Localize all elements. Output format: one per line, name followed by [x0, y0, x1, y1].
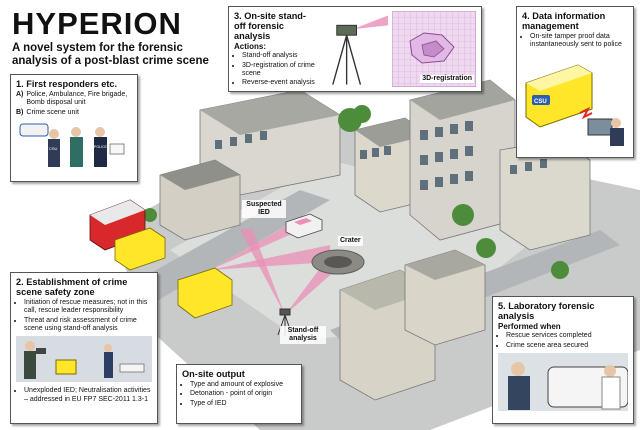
list-item: Reverse-event analysis — [242, 79, 315, 87]
responder-label-police: POLICE — [94, 145, 108, 149]
list-item: On-site tamper proof data instantaneousl… — [530, 33, 628, 50]
standoff-analysis-label: Stand-off analysis — [280, 326, 326, 344]
item-key: B) — [16, 108, 24, 116]
list-item: Detonation - point of origin — [190, 390, 296, 398]
panel-safety-zone-title: 2. Establishment of crime scene safety z… — [16, 277, 128, 297]
list-item: Threat and risk assessment of crime scen… — [24, 317, 152, 334]
windows — [215, 121, 547, 190]
item-text: Police, Ambulance, Fire brigade, Bomb di… — [26, 91, 128, 107]
tripod-scanner-figure — [332, 15, 388, 85]
data-management-figure: CSU — [525, 64, 624, 146]
panel-onsite-output: On-site output Type and amount of explos… — [176, 364, 302, 424]
panel-data-management: 4. Data information management On-site t… — [516, 6, 634, 158]
suspected-ied-label: Suspected IED — [242, 200, 286, 218]
panel-laboratory-title: 5. Laboratory forensic analysis — [498, 301, 595, 321]
laboratory-figure — [498, 352, 629, 411]
3d-registration-label: 3D-registration — [420, 74, 474, 83]
list-item: Unexploded IED; Neutralisation activitie… — [24, 387, 152, 404]
onsite-output-title: On-site output — [182, 369, 245, 379]
csu-car — [285, 213, 323, 239]
building-front-2-roof — [405, 250, 485, 280]
van-label: CSU — [534, 99, 547, 105]
item-key: A) — [16, 91, 24, 98]
list-item: Type of IED — [190, 400, 296, 408]
responder-label-csu: CSU — [49, 146, 58, 151]
list-item: Initiation of rescue measures; not in th… — [24, 299, 152, 316]
panel-standoff-title: 3. On-site stand-off forensic analysis — [234, 11, 306, 41]
list-item: Type and amount of explosive — [190, 381, 296, 389]
responders-figure: CSU POLICE — [19, 123, 125, 167]
laser-beam-4 — [240, 228, 285, 315]
crater-core — [324, 256, 352, 268]
building-tall-roof — [410, 80, 515, 120]
list-item: 3D-registration of crime scene — [242, 62, 315, 79]
building-back-left-roof — [200, 90, 340, 135]
ambulance-2 — [177, 267, 233, 319]
road — [120, 190, 330, 305]
laser-beam-2 — [210, 245, 330, 270]
performed-label: Performed when — [498, 322, 561, 331]
item-text: Crime scene unit — [26, 108, 79, 116]
list-item: B) Crime scene unit — [16, 109, 132, 117]
ambulance-1 — [114, 227, 166, 271]
crater-label: Crater — [338, 236, 363, 246]
safety-zone-figure — [16, 336, 152, 383]
panel-standoff-analysis: 3. On-site stand-off forensic analysis A… — [228, 6, 482, 92]
panel-data-management-title: 4. Data information management — [522, 11, 606, 31]
actions-label: Actions: — [234, 42, 266, 51]
list-item: A) Police, Ambulance, Fire brigade, Bomb… — [16, 91, 132, 108]
list-item: Stand-off analysis — [242, 52, 315, 60]
building-shop-roof — [160, 160, 240, 190]
list-item: Rescue services completed — [506, 332, 628, 340]
3d-registration-figure — [391, 10, 477, 88]
trees — [143, 105, 569, 279]
page-subtitle: A novel system for the forensic analysis… — [12, 42, 209, 67]
panel-laboratory: 5. Laboratory forensic analysis Performe… — [492, 296, 634, 424]
panel-safety-zone: 2. Establishment of crime scene safety z… — [10, 272, 158, 424]
list-item: Crime scene area secured — [506, 342, 628, 350]
panel-first-responders-title: 1. First responders etc. — [16, 79, 118, 89]
page-title: HYPERION — [12, 6, 182, 41]
panel-first-responders: 1. First responders etc. A) Police, Ambu… — [10, 74, 138, 182]
